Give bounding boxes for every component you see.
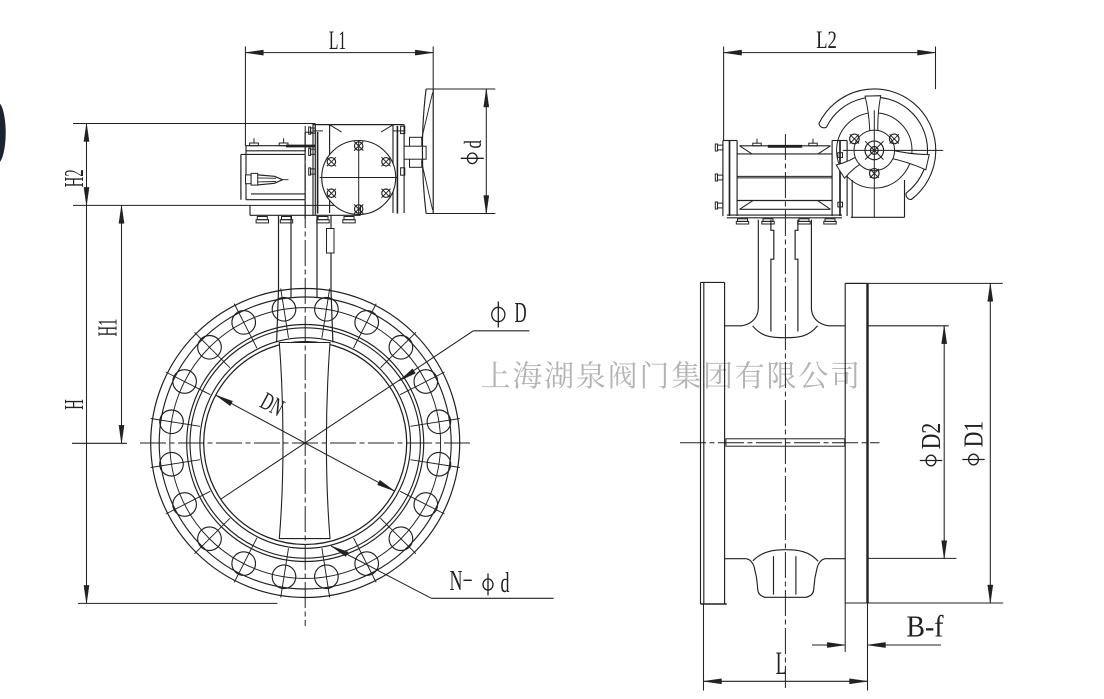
svg-text:D2: D2 xyxy=(917,423,947,449)
svg-text:H1: H1 xyxy=(93,319,123,337)
svg-text:B-f: B-f xyxy=(906,610,943,644)
svg-text:H: H xyxy=(59,399,89,410)
svg-text:H2: H2 xyxy=(59,169,89,187)
svg-text:D: D xyxy=(515,296,527,328)
svg-text:L2: L2 xyxy=(816,25,837,53)
svg-text:N−: N− xyxy=(450,566,473,597)
svg-text:D1: D1 xyxy=(959,421,989,447)
svg-text:d: d xyxy=(501,568,510,599)
svg-text:L1: L1 xyxy=(329,26,346,55)
svg-text:L: L xyxy=(776,644,787,681)
svg-text:d: d xyxy=(461,140,486,149)
